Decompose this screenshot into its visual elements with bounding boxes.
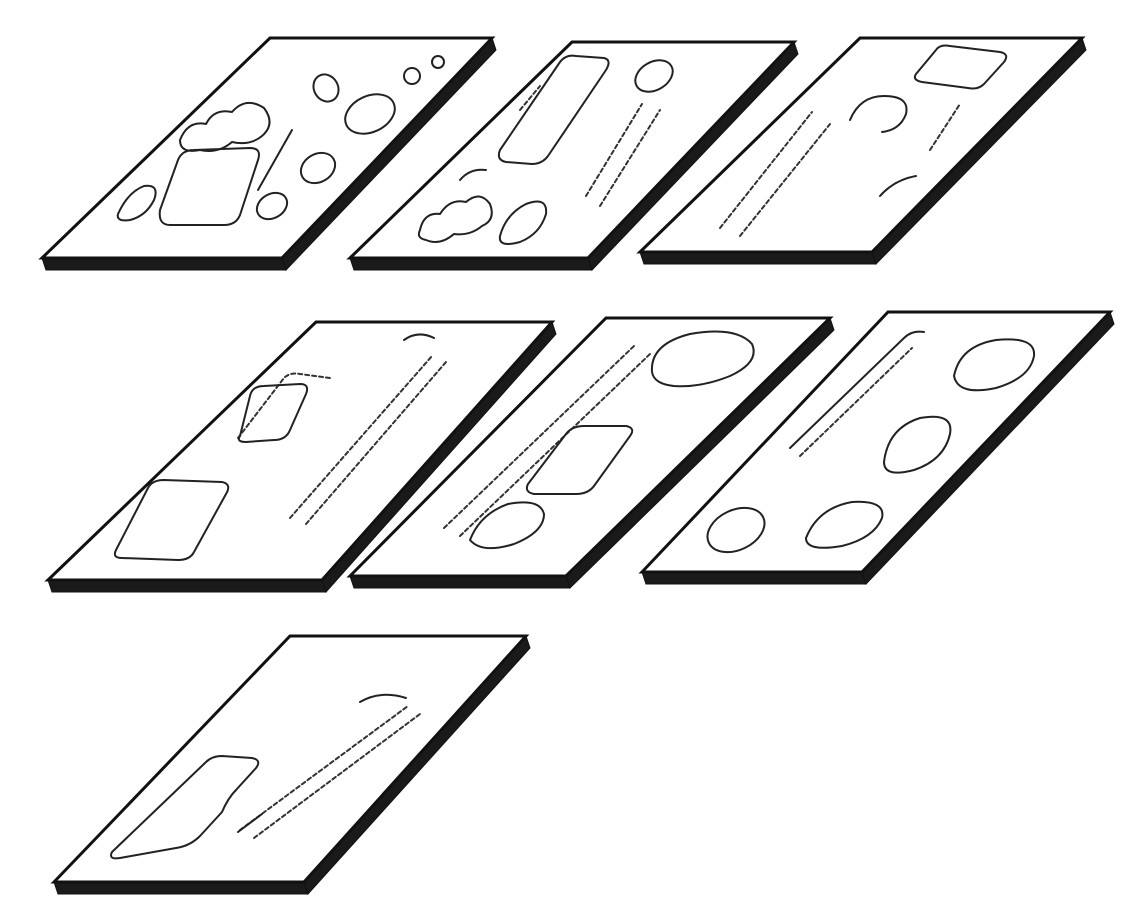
plate-edge <box>48 580 326 592</box>
plate-edge <box>54 882 308 894</box>
plate-edge <box>350 576 570 588</box>
plate-edge <box>642 572 866 584</box>
plate-edge <box>640 252 876 264</box>
plate-top <box>54 636 526 882</box>
plate-7 <box>54 636 530 894</box>
plate-edge <box>42 258 286 270</box>
plate-edge <box>350 258 592 270</box>
